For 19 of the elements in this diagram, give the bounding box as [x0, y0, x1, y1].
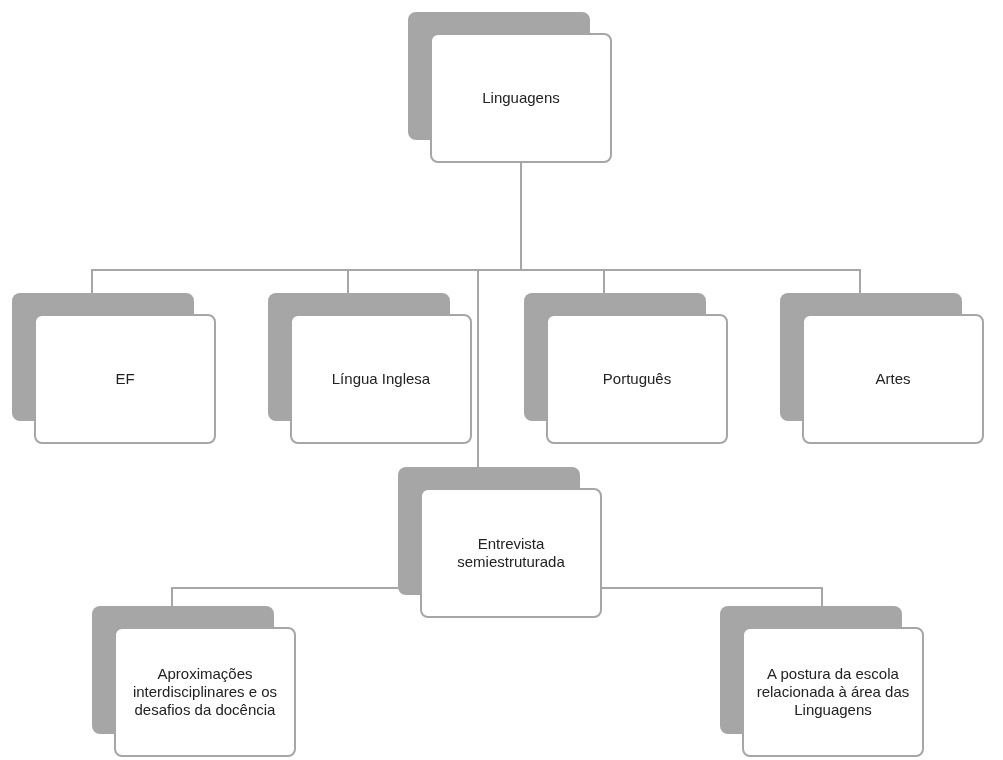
stacked-card — [780, 293, 984, 444]
node-text: Artes — [875, 370, 911, 388]
node-text: Linguagens — [482, 89, 560, 107]
node-text: EF — [115, 370, 135, 388]
stacked-card — [720, 606, 924, 757]
node-text: A postura da escola relacionada à área das Linguagens — [755, 665, 911, 719]
node-text: Português — [602, 370, 672, 388]
node-text: Aproximações interdisciplinares e os desafios da docência — [131, 665, 279, 719]
node-text: Língua Inglesa — [331, 370, 431, 388]
stacked-card — [408, 12, 612, 163]
connector-line — [601, 587, 823, 607]
stacked-card — [398, 467, 602, 618]
stacked-card — [268, 293, 472, 444]
node-text: Entrevista semiestruturada — [456, 535, 566, 571]
stacked-card — [12, 293, 216, 444]
connector-line — [171, 587, 399, 607]
connector-line — [477, 162, 522, 468]
stacked-card — [524, 293, 728, 444]
stacked-card — [92, 606, 296, 757]
